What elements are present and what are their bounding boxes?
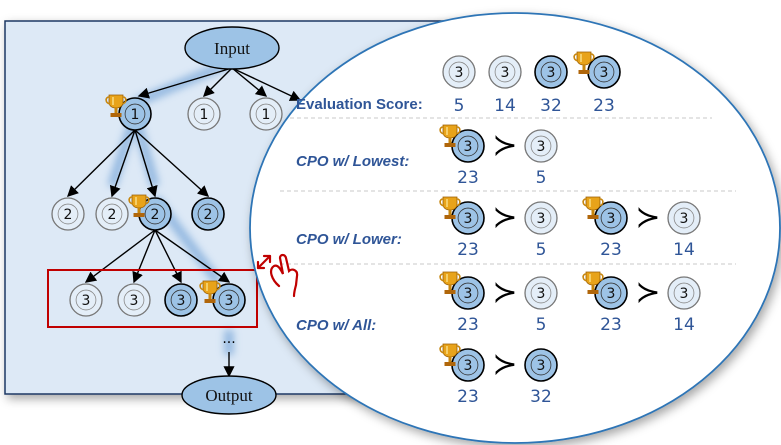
- row-label-cpo-lower: CPO w/ Lower:: [296, 231, 402, 248]
- row-separators: [280, 117, 736, 265]
- eval-score: 5: [454, 96, 465, 116]
- winner-score: 23: [457, 168, 479, 188]
- prefer-symbol: ≻: [635, 275, 660, 310]
- node-label: 3: [225, 293, 234, 309]
- zoom-lens: [249, 12, 781, 444]
- tree-node-level2-4[interactable]: 2: [191, 197, 225, 231]
- node-label: 2: [108, 207, 117, 223]
- loser-node[interactable]: 3: [524, 276, 558, 310]
- eval-score: 32: [540, 96, 562, 116]
- loser-node[interactable]: 3: [524, 348, 558, 382]
- node-label: 3: [547, 65, 556, 81]
- loser-score: 14: [673, 240, 695, 260]
- node-label: 3: [607, 286, 616, 302]
- node-label: 3: [130, 293, 139, 309]
- input-node[interactable]: [184, 26, 280, 70]
- row-label-evaluation-score: Evaluation Score:: [296, 96, 423, 113]
- winner-score: 23: [457, 315, 479, 335]
- node-label: 3: [680, 286, 689, 302]
- node-label: 3: [680, 211, 689, 227]
- winner-score: 23: [457, 387, 479, 407]
- loser-score: 5: [536, 240, 547, 260]
- node-label: 3: [464, 211, 473, 227]
- tree-node-level3-3[interactable]: 3: [164, 283, 198, 317]
- node-label: 3: [82, 293, 91, 309]
- tree-node-level3-1[interactable]: 3: [69, 283, 103, 317]
- node-label: 3: [455, 65, 464, 81]
- ellipsis: ...: [222, 331, 235, 347]
- input-label: Input: [214, 39, 250, 58]
- eval-score: 23: [593, 96, 615, 116]
- prefer-symbol: ≻: [492, 128, 517, 163]
- tree-node-level3-4[interactable]: 3: [212, 283, 246, 317]
- eval-score: 14: [494, 96, 516, 116]
- node-label: 2: [204, 207, 213, 223]
- tree-node-level2-1[interactable]: 2: [51, 197, 85, 231]
- node-label: 1: [200, 107, 209, 123]
- node-label: 1: [131, 107, 140, 123]
- current-level-highlight-box: [47, 269, 258, 328]
- pair-lower-2: 3 ≻ 3 23 14: [582, 196, 701, 260]
- eval-node-3[interactable]: 3: [534, 55, 568, 89]
- node-label: 3: [600, 65, 609, 81]
- tree-node-level3-2[interactable]: 3: [117, 283, 151, 317]
- node-label: 3: [177, 293, 186, 309]
- output-label: Output: [205, 386, 253, 405]
- loser-node[interactable]: 3: [524, 201, 558, 235]
- tree-nodes: 1 1 1 2 2 2 2 3 3 3 3: [51, 94, 283, 317]
- pair-lowest-1: 3 ≻ 3 23 5: [439, 124, 558, 188]
- prefer-symbol: ≻: [492, 275, 517, 310]
- node-label: 3: [537, 286, 546, 302]
- loser-score: 32: [530, 387, 552, 407]
- output-node[interactable]: [181, 375, 277, 415]
- row-label-cpo-lowest: CPO w/ Lowest:: [296, 153, 409, 170]
- tree-edges: [67, 67, 302, 284]
- prefer-symbol: ≻: [492, 200, 517, 235]
- tree-node-level1-2[interactable]: 1: [187, 97, 221, 131]
- node-label: 3: [537, 358, 546, 374]
- tree-node-level1-3[interactable]: 1: [249, 97, 283, 131]
- prefer-symbol: ≻: [492, 347, 517, 382]
- eval-node-4[interactable]: 3: [587, 55, 621, 89]
- winner-score: 23: [457, 240, 479, 260]
- loser-node[interactable]: 3: [524, 129, 558, 163]
- loser-score: 5: [536, 315, 547, 335]
- node-label: 3: [537, 139, 546, 155]
- node-label: 1: [262, 107, 271, 123]
- node-label: 2: [64, 207, 73, 223]
- node-label: 3: [464, 358, 473, 374]
- node-label: 3: [464, 139, 473, 155]
- winner-score: 23: [600, 240, 622, 260]
- pair-all-3: 3 ≻ 3 23 32: [439, 343, 558, 407]
- loser-score: 14: [673, 315, 695, 335]
- node-label: 3: [464, 286, 473, 302]
- node-label: 3: [537, 211, 546, 227]
- pair-all-1: 3 ≻ 3 23 5: [439, 271, 558, 335]
- pair-all-2: 3 ≻ 3 23 14: [582, 271, 701, 335]
- loser-score: 5: [536, 168, 547, 188]
- row-label-cpo-all: CPO w/ All:: [296, 317, 376, 334]
- loser-node[interactable]: 3: [667, 201, 701, 235]
- eval-node-2[interactable]: 3: [488, 55, 522, 89]
- tree-node-level2-2[interactable]: 2: [95, 197, 129, 231]
- prefer-symbol: ≻: [635, 200, 660, 235]
- eval-node-1[interactable]: 3: [442, 55, 476, 89]
- winner-score: 23: [600, 315, 622, 335]
- loser-node[interactable]: 3: [667, 276, 701, 310]
- node-label: 3: [501, 65, 510, 81]
- pair-lower-1: 3 ≻ 3 23 5: [439, 196, 558, 260]
- node-label: 3: [607, 211, 616, 227]
- pinch-zoom-hand-icon: [256, 253, 299, 298]
- node-label: 2: [151, 207, 160, 223]
